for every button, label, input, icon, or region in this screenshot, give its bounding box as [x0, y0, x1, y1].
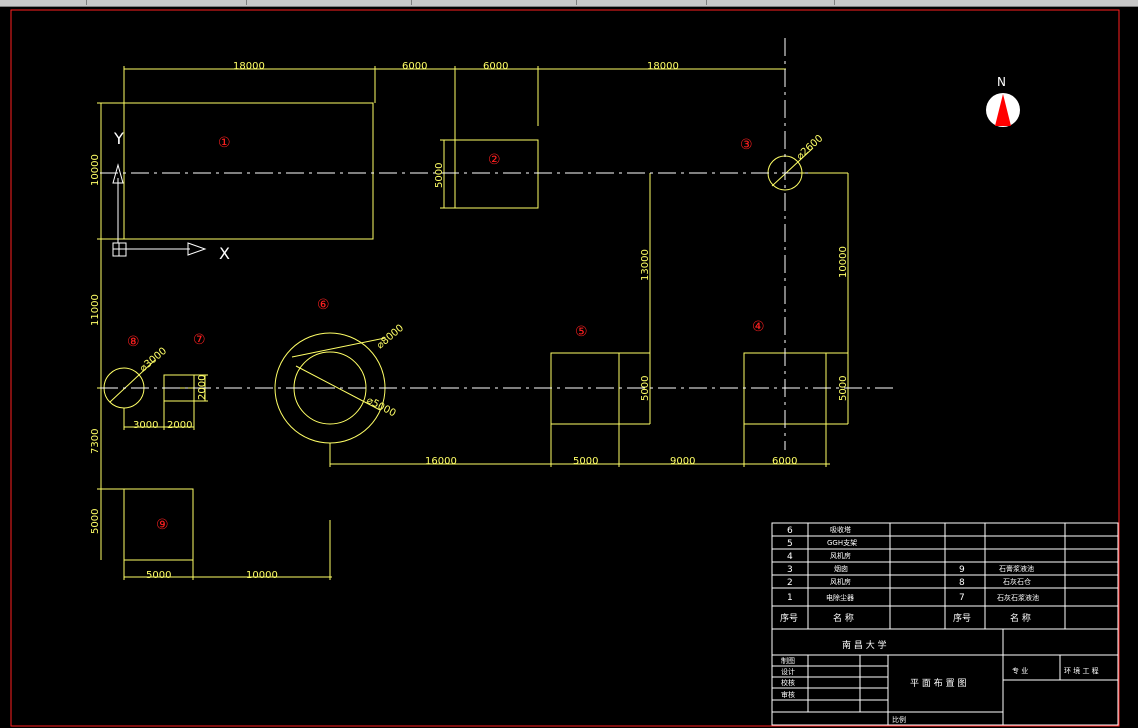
parts-header-no2: 序号 — [953, 612, 971, 624]
title-role-drafter: 制图 — [781, 656, 795, 665]
dim-left-4: 5000 — [90, 509, 101, 534]
y-axis-label: Y — [113, 129, 124, 148]
dim-top-1: 18000 — [233, 61, 265, 72]
balloon-4: ④ — [752, 319, 765, 335]
dim-bottom-2: 5000 — [573, 456, 598, 467]
major-label: 专 业 — [1012, 666, 1028, 675]
parts-row-6-no: 1 — [787, 593, 793, 603]
dim-bottom-3: 9000 — [670, 456, 695, 467]
parts-table — [771, 522, 1119, 630]
dim-bottom-1: 16000 — [425, 456, 457, 467]
dim-left-1: 10000 — [90, 154, 101, 186]
dim-top-4: 18000 — [647, 61, 679, 72]
x-axis-label: X — [219, 244, 230, 263]
window-top-bar — [0, 0, 1138, 7]
scale-label: 比例 — [892, 715, 906, 724]
parts-row-4-name: 烟囱 — [834, 564, 848, 573]
parts-row-3-name: 风机房 — [830, 551, 851, 560]
parts-row-4-no2: 9 — [959, 565, 965, 575]
north-arrow: N — [986, 75, 1020, 127]
dim-b9-width: 5000 — [146, 570, 171, 581]
major-value: 环 境 工 程 — [1064, 666, 1099, 675]
dim-top-3: 6000 — [483, 61, 508, 72]
parts-row-4-name2: 石膏浆液池 — [999, 564, 1034, 573]
balloon-6: ⑥ — [317, 297, 330, 313]
balloon-1: ① — [218, 135, 231, 151]
dim-b2-height: 5000 — [434, 163, 445, 188]
building-2[interactable] — [454, 139, 539, 209]
balloon-3: ③ — [740, 137, 753, 153]
drawing-title: 平 面 布 置 图 — [910, 677, 966, 689]
building-1[interactable] — [123, 102, 374, 240]
parts-row-1-no: 6 — [787, 526, 793, 536]
building-9[interactable] — [123, 488, 194, 561]
parts-row-5-no2: 8 — [959, 578, 965, 588]
dia-tank-8: ⌀3000 — [138, 346, 169, 375]
dim-b7-height: 2000 — [197, 375, 208, 400]
parts-row-6-name2: 石灰石浆液池 — [997, 593, 1039, 602]
parts-row-2-no: 5 — [787, 539, 793, 549]
dim-left-3: 7300 — [90, 429, 101, 454]
dim-top-2: 6000 — [402, 61, 427, 72]
north-label: N — [997, 75, 1006, 89]
title-university: 南 昌 大 学 — [842, 639, 887, 651]
parts-row-2-name: GGH支架 — [827, 538, 857, 547]
dim-b9-distance: 10000 — [246, 570, 278, 581]
dim-bottom-4: 6000 — [772, 456, 797, 467]
parts-row-6-no2: 7 — [959, 593, 965, 603]
parts-header-name: 名 称 — [833, 612, 854, 624]
parts-row-3-no: 4 — [787, 552, 793, 562]
title-role-checker: 校核 — [781, 678, 795, 687]
ucs-icon: X Y — [112, 129, 230, 263]
balloon-7: ⑦ — [193, 332, 206, 348]
balloon-9: ⑨ — [156, 517, 169, 533]
dim-13000: 13000 — [640, 249, 651, 281]
dim-left-2: 11000 — [90, 294, 101, 326]
balloon-5: ⑤ — [575, 324, 588, 340]
title-role-reviewer: 审核 — [781, 690, 795, 699]
title-block — [771, 628, 1119, 726]
title-role-designer: 设计 — [781, 667, 795, 676]
parts-row-5-name: 风机房 — [830, 577, 851, 586]
dim-small-2000: 2000 — [167, 420, 192, 431]
dia-absorber-inner: ⌀5000 — [365, 395, 398, 419]
parts-row-5-no: 2 — [787, 578, 793, 588]
drawing-frame — [10, 9, 1120, 727]
balloon-2: ② — [488, 152, 501, 168]
parts-header-no: 序号 — [780, 612, 798, 624]
parts-row-5-name2: 石灰石仓 — [1003, 577, 1031, 586]
parts-row-4-no: 3 — [787, 565, 793, 575]
dim-b4-height: 5000 — [838, 376, 849, 401]
dim-b5-height: 5000 — [640, 376, 651, 401]
parts-header-name2: 名 称 — [1010, 612, 1031, 624]
parts-row-6-name: 电除尘器 — [826, 593, 854, 602]
dia-absorber-outer: ⌀8000 — [375, 323, 406, 352]
parts-row-1-name: 吸收塔 — [830, 525, 851, 534]
dia-chimney-3: ⌀2600 — [795, 133, 826, 162]
dim-small-3000: 3000 — [133, 420, 158, 431]
dim-10000: 10000 — [838, 246, 849, 278]
balloon-8: ⑧ — [127, 334, 140, 350]
